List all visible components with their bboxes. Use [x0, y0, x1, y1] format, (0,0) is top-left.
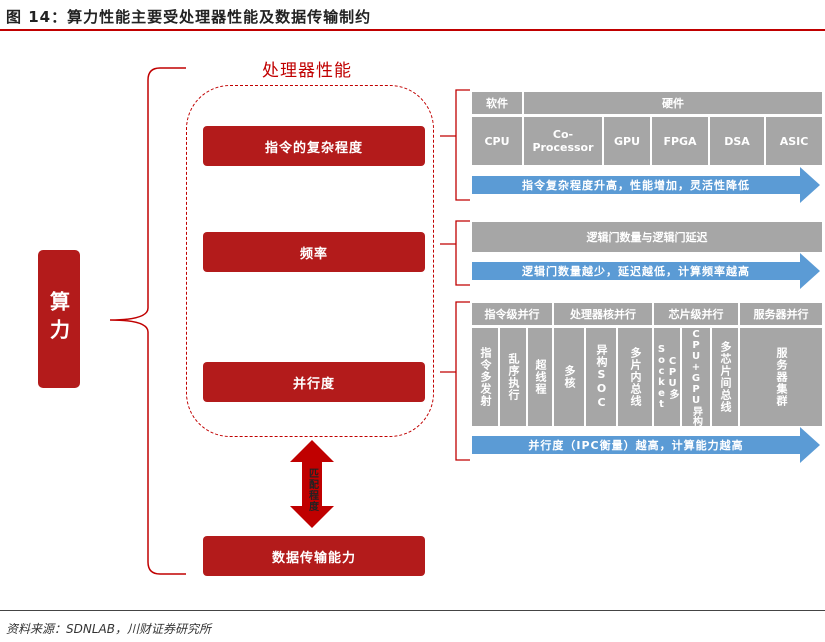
group-instruction-level: 指令级并行	[472, 303, 552, 325]
data-transfer-box: 数据传输能力	[203, 536, 425, 576]
par-item: CPU+GPU异构	[682, 328, 710, 426]
par-item-label: 异构SOC	[595, 344, 608, 410]
processor-performance-label: 处理器性能	[262, 61, 352, 81]
left-brace	[109, 67, 186, 575]
footer-divider	[0, 610, 825, 611]
complexity-arrow-text: 指令复杂程度升高，性能增加，灵活性降低	[522, 179, 750, 192]
parallelism-arrow-text: 并行度（IPC衡量）越高，计算能力越高	[528, 439, 744, 452]
group-server-level: 服务器并行	[740, 303, 822, 325]
par-item: 指令多发射	[472, 328, 498, 426]
group-core-level: 处理器核并行	[554, 303, 652, 325]
par-item-label: 乱序执行	[507, 353, 520, 401]
par-item: 超线程	[528, 328, 552, 426]
par-item: 服务器集群	[740, 328, 822, 426]
logic-gate-header: 逻辑门数量与逻辑门延迟	[472, 222, 822, 252]
par-item-label: 超线程	[534, 359, 547, 395]
hw-gpu: GPU	[604, 117, 650, 165]
hw-cpu: CPU	[472, 117, 522, 165]
arrow-frequency	[472, 253, 820, 289]
frequency-arrow-text: 逻辑门数量越少，延迟越低，计算频率越高	[522, 265, 750, 278]
computing-power-box: 算力	[38, 250, 80, 388]
par-item: 多核	[554, 328, 584, 426]
hardware-header: 硬件	[524, 92, 822, 114]
par-item-label: 服务器集群	[775, 347, 788, 407]
bracket-complexity	[440, 89, 470, 201]
factor-instruction-complexity: 指令的复杂程度	[203, 126, 425, 166]
hw-fpga: FPGA	[652, 117, 708, 165]
factor-frequency: 频率	[203, 232, 425, 272]
processor-dashed-group	[186, 85, 434, 437]
figure-title: 图 14：算力性能主要受处理器性能及数据传输制约	[6, 8, 372, 26]
hw-asic: ASIC	[766, 117, 822, 165]
match-degree-label: 匹配程度	[306, 468, 318, 512]
hw-coprocessor: Co-Processor	[524, 117, 602, 165]
par-item: 异构SOC	[586, 328, 616, 426]
bracket-frequency	[440, 220, 470, 286]
par-item: CPU多Socket	[654, 328, 680, 426]
par-item: 多芯片间总线	[712, 328, 738, 426]
software-header: 软件	[472, 92, 522, 114]
par-item-label: 多核	[563, 365, 576, 389]
par-item-label: 指令多发射	[479, 347, 492, 407]
group-chip-level: 芯片级并行	[654, 303, 738, 325]
par-item-label: CPU多Socket	[656, 344, 678, 410]
arrow-complexity	[472, 167, 820, 203]
factor-parallelism: 并行度	[203, 362, 425, 402]
hw-dsa: DSA	[710, 117, 764, 165]
par-item-label: 多片内总线	[629, 347, 642, 407]
title-divider	[0, 29, 825, 31]
source-note: 资料来源：SDNLAB，川财证券研究所	[6, 622, 211, 636]
par-item-label: 多芯片间总线	[719, 341, 732, 413]
par-item-label: CPU+GPU异构	[690, 328, 702, 426]
arrow-parallelism	[472, 427, 820, 463]
par-item: 乱序执行	[500, 328, 526, 426]
par-item: 多片内总线	[618, 328, 652, 426]
match-double-arrow	[290, 440, 334, 528]
bracket-parallelism	[440, 301, 470, 461]
